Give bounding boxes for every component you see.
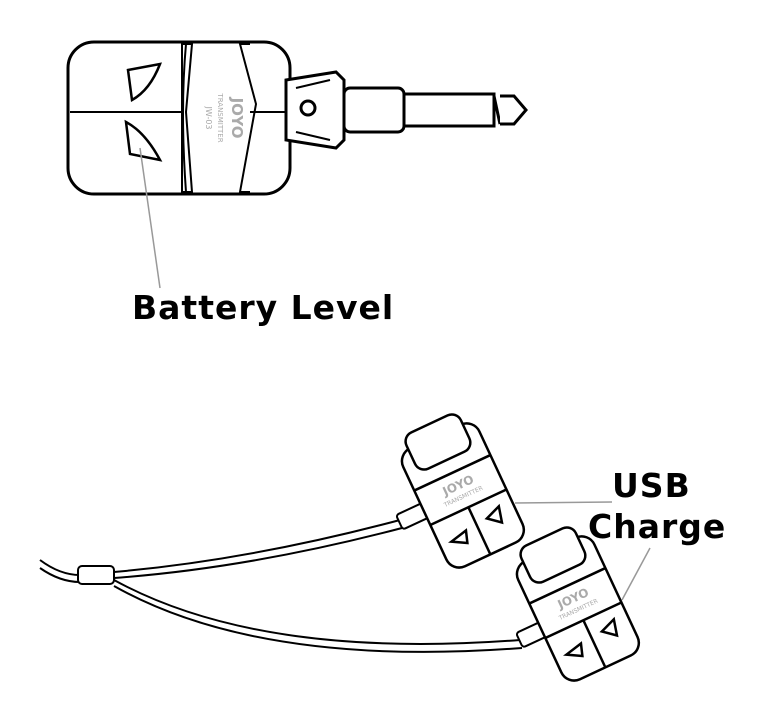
svg-text:TRANSMITTER: TRANSMITTER — [216, 92, 224, 142]
svg-text:JW-03: JW-03 — [204, 105, 213, 129]
charge-label: Charge — [588, 507, 727, 546]
usb-y-cable — [39, 502, 550, 653]
transmitter-logo: JOYO TRANSMITTER JW-03 — [204, 92, 246, 142]
transmitter-illustration — [66, 40, 528, 196]
usb-leader-line — [514, 501, 613, 504]
battery-level-label: Battery Level — [132, 288, 395, 327]
svg-text:JOYO: JOYO — [228, 97, 246, 139]
usb-label: USB — [612, 466, 691, 505]
battery-leader-line — [139, 147, 161, 289]
receiver-illustration: JOYO TRANSMITTER — [400, 413, 526, 569]
charge-leader-line — [621, 547, 651, 601]
receiver-illustration: JOYO TRANSMITTER — [515, 526, 641, 682]
